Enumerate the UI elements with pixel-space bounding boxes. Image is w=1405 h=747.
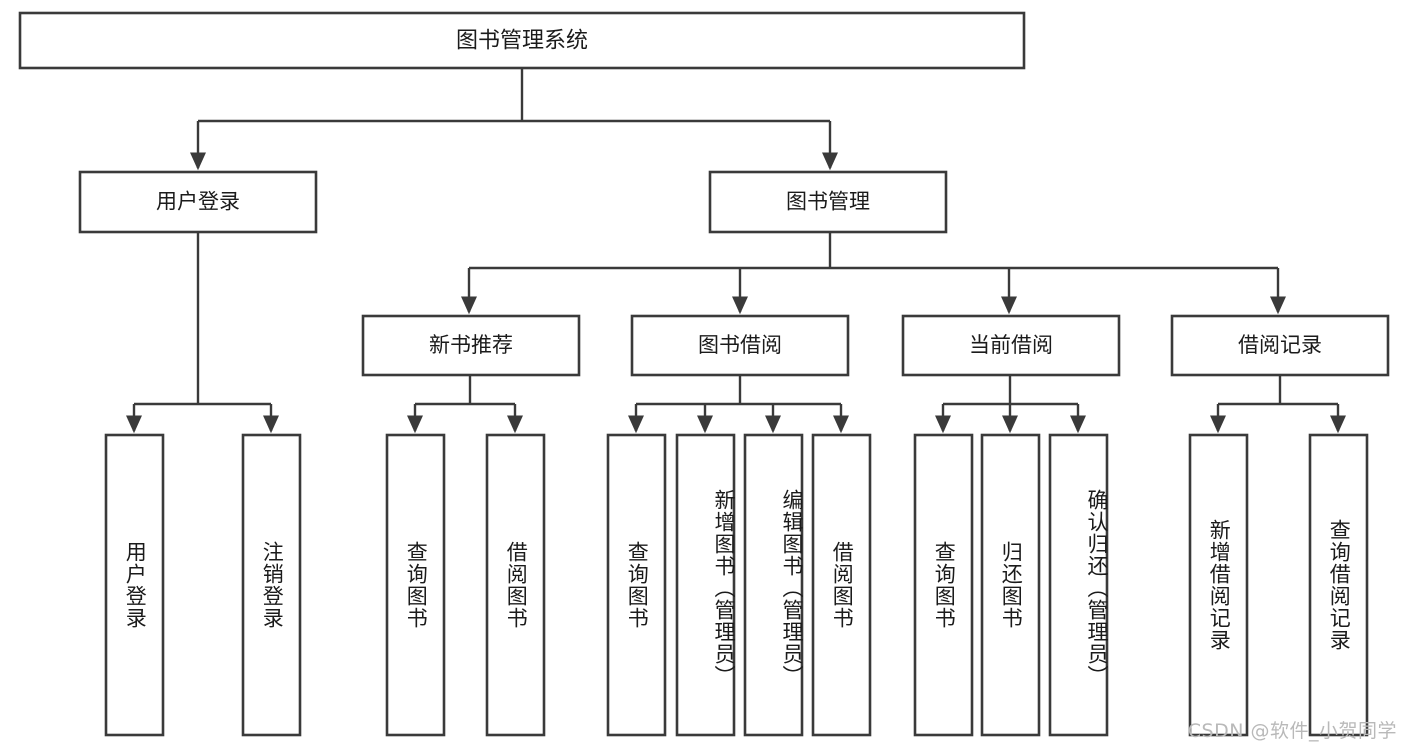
node-root-system-box[interactable] — [18, 11, 1026, 70]
node-leaf-add-book-box[interactable] — [675, 433, 736, 737]
node-leaf-query-book-1-box[interactable] — [385, 433, 446, 737]
node-user-login-box[interactable] — [78, 170, 318, 234]
node-borrow-records[interactable]: 借阅记录 — [1170, 314, 1390, 377]
node-borrow-records-box[interactable] — [1170, 314, 1390, 377]
node-user-login[interactable]: 用户登录 — [78, 170, 318, 234]
leaf-box-group — [104, 433, 1369, 737]
node-leaf-user-login-box[interactable] — [104, 433, 165, 737]
node-new-book-recommend-label: 新书推荐 — [429, 333, 513, 357]
node-book-borrow-label: 图书借阅 — [698, 333, 782, 357]
node-root-system[interactable]: 图书管理系统 — [18, 11, 1026, 70]
node-leaf-borrow-book-1-box[interactable] — [485, 433, 546, 737]
node-root-system-label: 图书管理系统 — [456, 29, 588, 54]
node-leaf-query-book-3-box[interactable] — [913, 433, 974, 737]
node-book-borrow[interactable]: 图书借阅 — [630, 314, 850, 377]
node-current-borrow-box[interactable] — [901, 314, 1121, 377]
node-leaf-logout-box[interactable] — [241, 433, 302, 737]
node-leaf-return-book-box[interactable] — [980, 433, 1041, 737]
node-book-borrow-box[interactable] — [630, 314, 850, 377]
node-current-borrow-label: 当前借阅 — [969, 333, 1053, 357]
node-book-management[interactable]: 图书管理 — [708, 170, 948, 234]
node-new-book-recommend[interactable]: 新书推荐 — [361, 314, 581, 377]
node-book-management-box[interactable] — [708, 170, 948, 234]
node-borrow-records-label: 借阅记录 — [1238, 333, 1322, 357]
node-leaf-borrow-book-2-box[interactable] — [811, 433, 872, 737]
node-leaf-confirm-return-box[interactable] — [1048, 433, 1109, 737]
node-new-book-recommend-box[interactable] — [361, 314, 581, 377]
node-leaf-query-book-2-box[interactable] — [606, 433, 667, 737]
csdn-watermark: CSDN @软件_小贺同学 — [1187, 720, 1397, 742]
node-leaf-add-record-box[interactable] — [1188, 433, 1249, 737]
node-book-management-label: 图书管理 — [786, 190, 870, 214]
connector-group — [125, 68, 1347, 434]
node-current-borrow[interactable]: 当前借阅 — [901, 314, 1121, 377]
node-leaf-query-record-box[interactable] — [1308, 433, 1369, 737]
node-user-login-label: 用户登录 — [156, 190, 240, 214]
node-leaf-edit-book-box[interactable] — [743, 433, 804, 737]
